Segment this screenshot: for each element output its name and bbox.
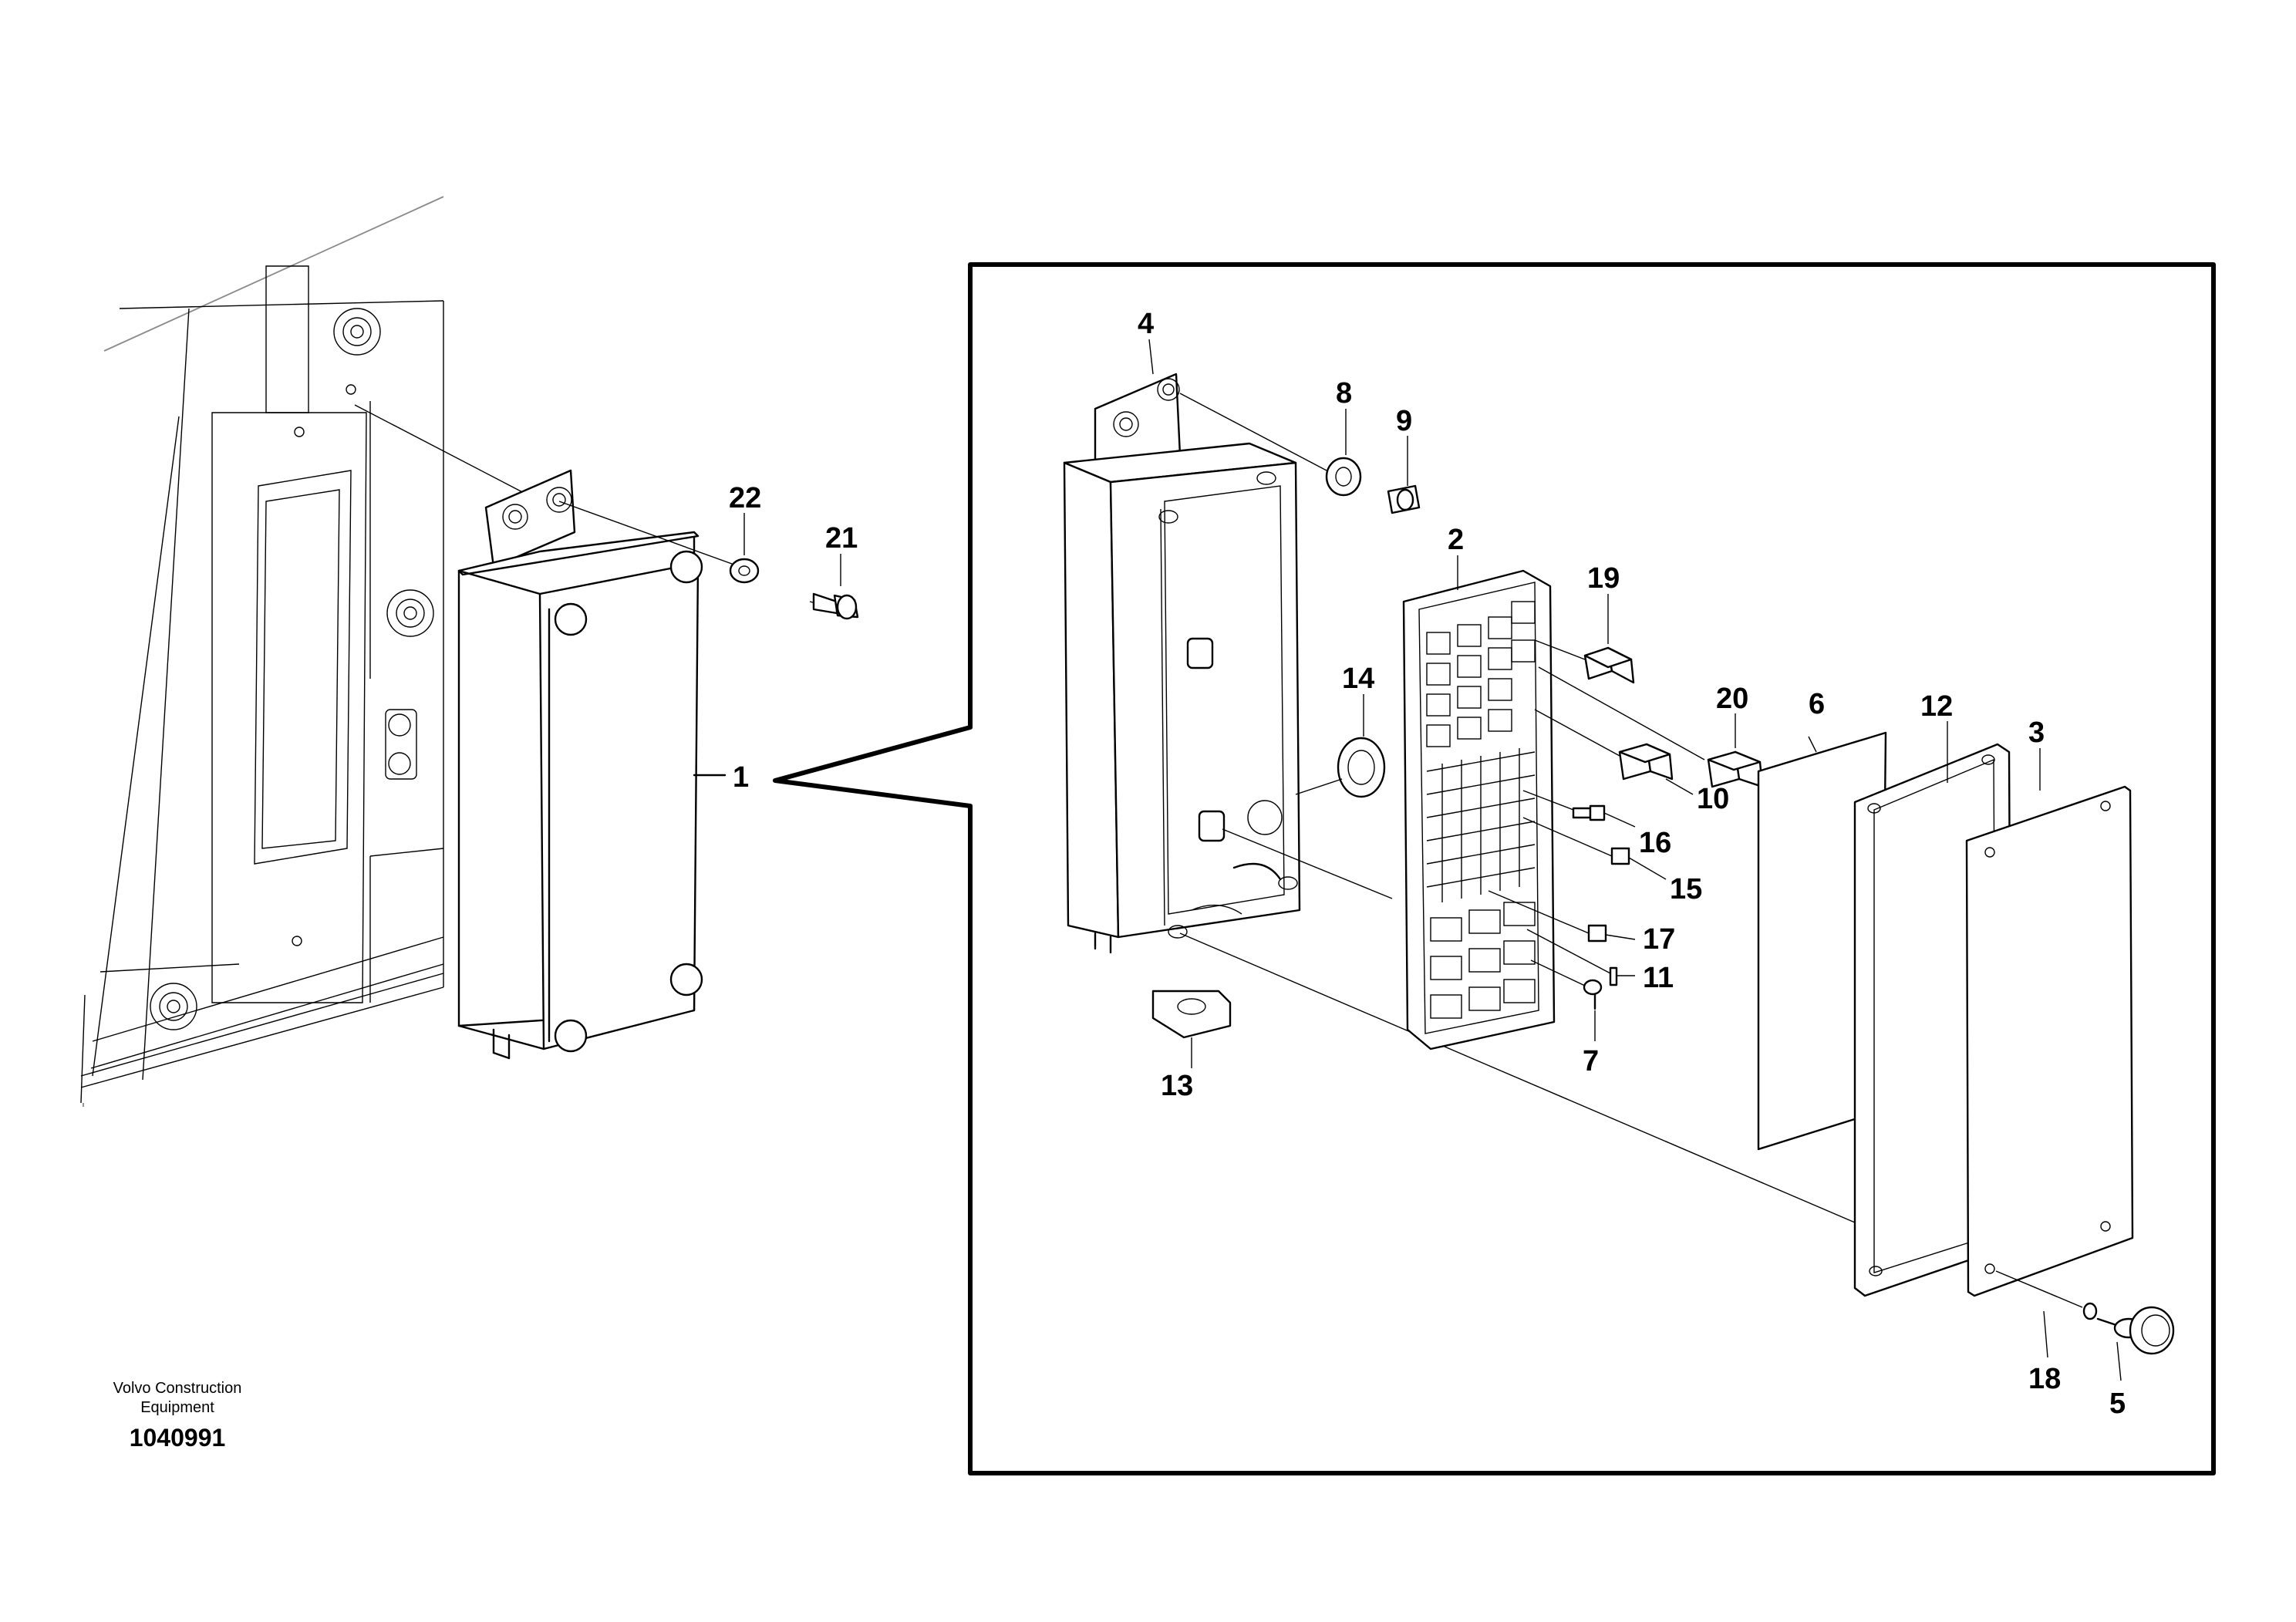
relay-19 [1534, 639, 1635, 684]
grommet-14 [1295, 737, 1386, 798]
relay-10 [1534, 709, 1694, 795]
fuse-17 [1488, 890, 1636, 943]
callout-leaders [743, 339, 2122, 1381]
bolt-7 [1530, 959, 1603, 1010]
callout-12: 12 [1920, 690, 1953, 723]
relay-sockets [1426, 601, 1536, 747]
callout-3: 3 [2028, 717, 2045, 749]
callout-2: 2 [1448, 524, 1464, 556]
fuse-15 [1522, 817, 1667, 880]
fuse-16 [1522, 790, 1636, 828]
connectors [1430, 902, 1536, 1019]
fuse-relay-board [1402, 569, 1556, 1050]
fuse-rows [1426, 748, 1536, 902]
publisher-line-1: Volvo Construction [113, 1380, 242, 1397]
callout-22: 22 [729, 482, 761, 514]
callout-18: 18 [2028, 1363, 2061, 1395]
publisher-line-2: Equipment [140, 1399, 214, 1416]
title-block: Volvo Construction Equipment 1040991 [113, 1380, 242, 1452]
callout-7: 7 [1583, 1045, 1599, 1077]
callout-5: 5 [2109, 1388, 2126, 1420]
callout-20: 20 [1716, 683, 1748, 715]
callout-8: 8 [1336, 377, 1352, 410]
document-number: 1040991 [130, 1424, 226, 1452]
callout-14: 14 [1342, 663, 1374, 695]
washer-18-screw-5 [2082, 1302, 2175, 1355]
callout-17: 17 [1643, 923, 1675, 956]
callout-13: 13 [1161, 1070, 1193, 1102]
callout-4: 4 [1138, 308, 1154, 340]
callout-9: 9 [1396, 405, 1412, 437]
callout-15: 15 [1670, 873, 1702, 905]
callout-21: 21 [825, 522, 858, 555]
vehicle-frame-background [80, 196, 444, 1107]
relay-20 [1538, 666, 1764, 788]
fuse-11 [1526, 929, 1635, 986]
callout-19: 19 [1587, 562, 1620, 595]
washer-22-bolt-21 [729, 558, 859, 620]
grommet-8-plug-9 [1325, 457, 1421, 514]
cover-3 [1965, 785, 2134, 1308]
callout-numbers: 1 22 21 4 8 9 2 19 14 20 6 12 3 10 16 15… [729, 308, 2126, 1420]
callout-10: 10 [1697, 783, 1729, 815]
seal-13 [1151, 990, 1232, 1039]
callout-1: 1 [733, 761, 749, 794]
callout-6: 6 [1809, 688, 1825, 720]
assembled-fuse-box [354, 404, 741, 1060]
callout-16: 16 [1639, 827, 1671, 859]
housing-base [1063, 373, 1883, 1235]
callout-11: 11 [1643, 962, 1674, 994]
